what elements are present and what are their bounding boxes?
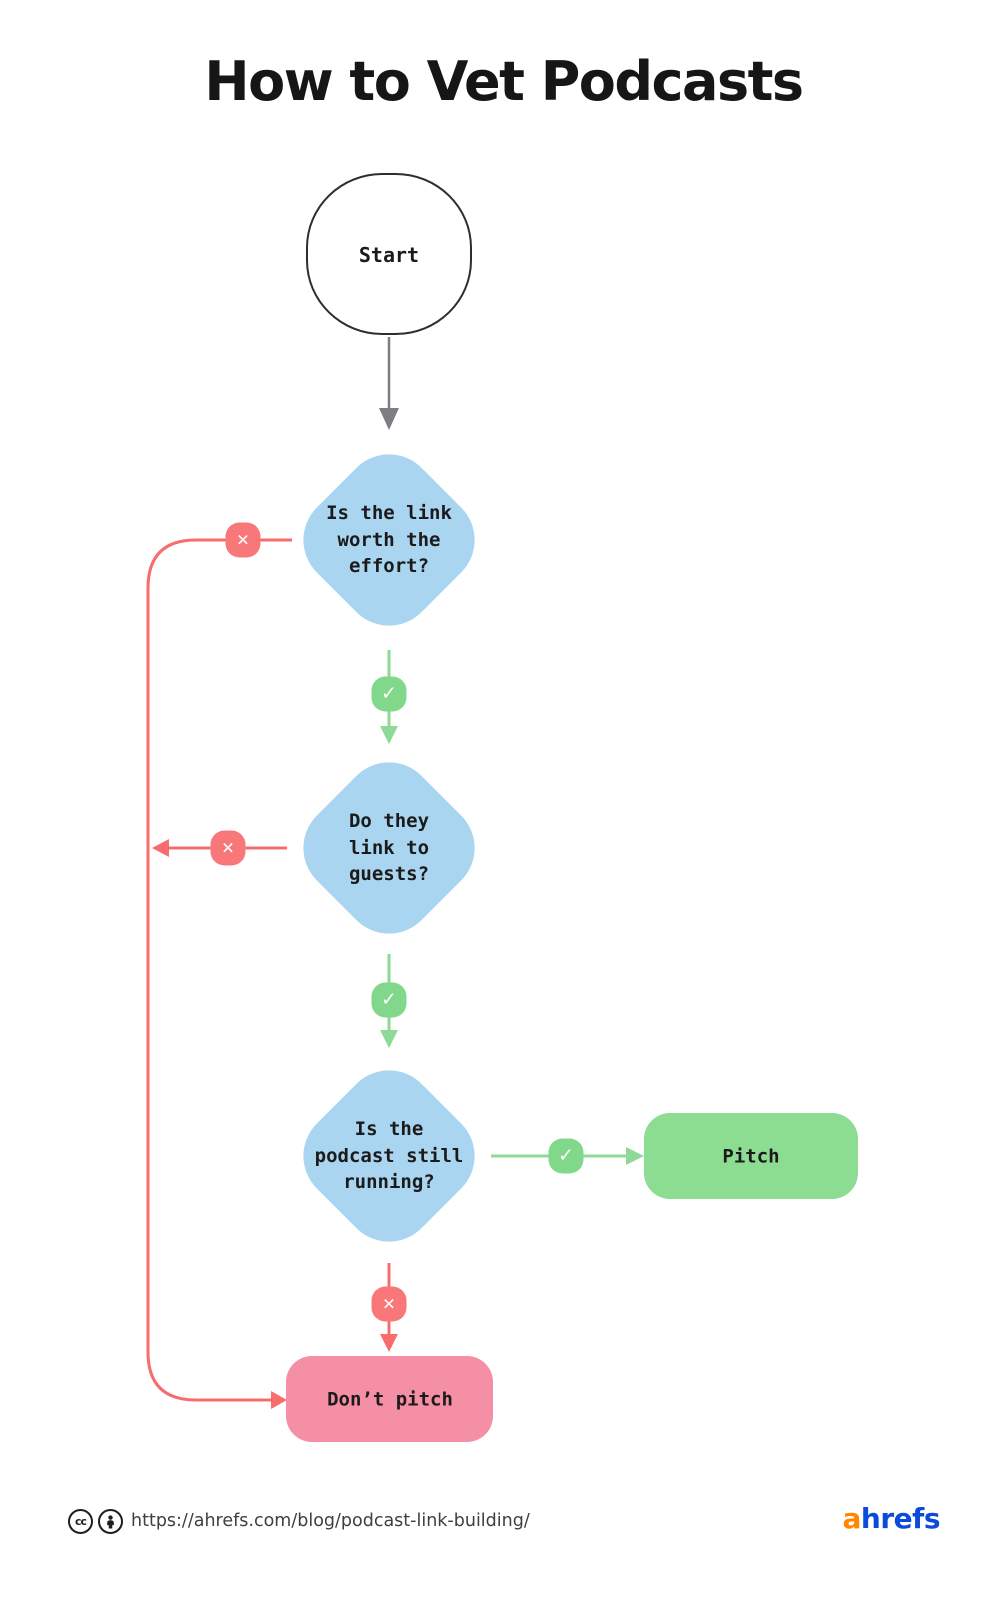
check-icon: ✓	[371, 982, 407, 1018]
check-icon: ✓	[548, 1138, 584, 1174]
ahrefs-logo-a: a	[842, 1502, 862, 1535]
pitch-node-label: Pitch	[722, 1145, 780, 1168]
ahrefs-logo: ahrefs	[843, 1502, 941, 1535]
creative-commons-icon: cc	[68, 1509, 93, 1534]
cross-icon: ✕	[210, 830, 246, 866]
arrow-start-to-q1	[379, 337, 399, 430]
dont-pitch-node	[286, 1356, 493, 1442]
cross-icon: ✕	[225, 522, 261, 558]
decision-link-to-guests-label: Do they link to guests?	[348, 810, 430, 886]
source-url: https://ahrefs.com/blog/podcast-link-bui…	[131, 1511, 530, 1531]
attribution-person-icon	[98, 1509, 123, 1534]
start-node-label: Start	[358, 243, 420, 267]
page-title: How to Vet Podcasts	[204, 50, 804, 113]
pitch-node	[644, 1113, 858, 1199]
ahrefs-logo-rest: hrefs	[860, 1502, 941, 1535]
cross-icon: ✕	[371, 1286, 407, 1322]
dont-pitch-node-label: Don’t pitch	[327, 1388, 453, 1411]
decision-podcast-running-label: Is the podcast still running?	[314, 1118, 464, 1194]
check-icon: ✓	[371, 676, 407, 712]
arrow-q1-no-loop	[146, 538, 292, 1409]
start-node	[306, 173, 472, 335]
decision-link-worth-effort-label: Is the link worth the effort?	[326, 502, 452, 578]
